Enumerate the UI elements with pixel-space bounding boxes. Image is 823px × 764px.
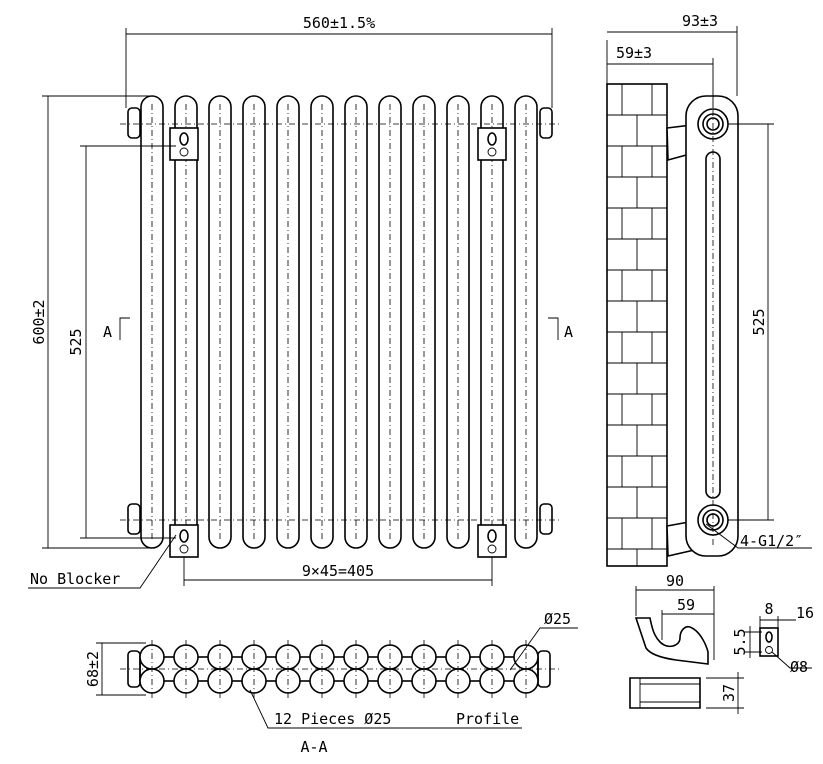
bracket-inner-label: 59 [677,596,695,614]
section-view: 68±2 Ø25 12 Pieces Ø25 Profile A-A [84,610,578,756]
bracket-top-left [169,127,199,161]
section-mark-right: A [564,323,573,341]
column [378,95,402,549]
bracket-hook [634,617,709,665]
section-depth-label: 68±2 [84,651,102,687]
hole-leader [771,651,812,669]
tube-dia-label: Ø25 [544,610,571,628]
plate-height-label: 5.5 [731,628,749,655]
side-center-height-label: 525 [750,308,768,335]
side-radiator-body [685,95,739,557]
bracket-height-label: 37 [720,684,738,702]
center-height-label: 525 [67,328,85,355]
front-view: 560±1.5% 600±2 525 A A 9×45=405 No Block… [28,14,573,589]
column [140,95,164,549]
side-view: 93±3 59±3 525 4-G1/2″ [606,12,812,567]
side-offset-label: 59±3 [616,44,652,62]
column [480,95,504,549]
no-blocker-leader [28,534,177,589]
no-blocker-label: No Blocker [30,570,120,588]
column [412,95,436,549]
column [310,95,334,549]
bracket-width-label: 90 [666,572,684,590]
overall-height-label: 600±2 [30,299,48,344]
section-title: A-A [300,738,327,756]
pieces-label: 12 Pieces Ø25 [274,710,391,728]
brick-wall [606,83,668,567]
thread-label: 4-G1/2″ [740,532,803,550]
plate-offset-label: 16 [796,604,814,622]
bracket-bottom-left [169,524,199,558]
end-cap-bottom-right [539,503,553,535]
bracket-detail: 90 59 37 8 16 5.5 Ø8 [629,572,814,714]
column [446,95,470,549]
thread-leader [705,523,812,549]
column [514,95,538,549]
tube-dia-leader [509,627,578,671]
plate-width-label: 8 [764,600,773,618]
bracket-bottom-right [477,524,507,558]
overall-width-label: 560±1.5% [303,14,375,32]
hole-dia-label: Ø8 [790,658,808,676]
pieces-leader [249,689,522,729]
bracket-top-right [477,127,507,161]
end-cap-top-right [539,107,553,139]
column [208,95,232,549]
end-cap-bottom-left [127,503,141,535]
section-mark-left: A [103,323,112,341]
bracket-spacing-label: 9×45=405 [302,562,374,580]
radiator-columns [140,95,538,549]
column [242,95,266,549]
end-cap-top-left [127,107,141,139]
column [344,95,368,549]
bracket-clip [629,677,701,709]
column [174,95,198,549]
column [276,95,300,549]
side-depth-label: 93±3 [682,12,718,30]
profile-label: Profile [456,710,519,728]
